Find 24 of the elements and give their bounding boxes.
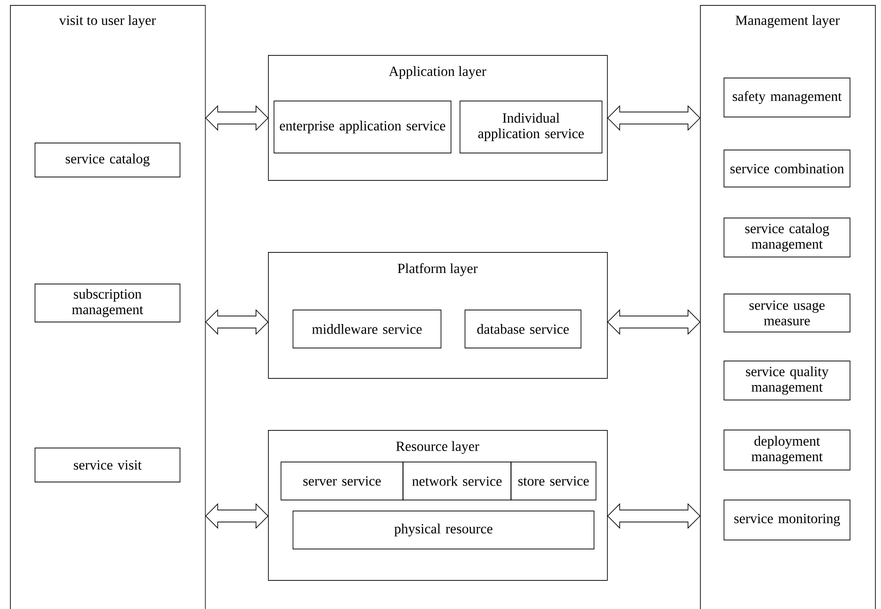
service-box: service quality management: [724, 360, 850, 400]
service-box: store service: [510, 462, 596, 500]
service-box: enterprise application service: [274, 100, 452, 154]
service-box: service usage measure: [724, 294, 850, 332]
double-arrow: [607, 105, 700, 131]
service-box: service catalog: [34, 142, 180, 178]
double-arrow: [607, 503, 700, 529]
service-box: server service: [280, 462, 404, 500]
service-box: subscription management: [34, 284, 180, 322]
service-box: service monitoring: [724, 500, 850, 540]
double-arrow: [607, 309, 700, 335]
service-box: network service: [402, 462, 512, 500]
service-box: database service: [464, 310, 582, 348]
service-box: safety management: [724, 78, 850, 118]
service-box: deployment management: [724, 430, 850, 470]
service-box: service visit: [34, 448, 180, 482]
double-arrow: [205, 105, 268, 131]
service-box: physical resource: [292, 510, 594, 550]
service-box: service combination: [724, 150, 850, 188]
double-arrow: [205, 503, 268, 529]
service-box: Individual application service: [460, 100, 602, 154]
service-box: service catalog management: [724, 218, 850, 258]
service-box: middleware service: [292, 310, 442, 348]
double-arrow: [205, 309, 268, 335]
